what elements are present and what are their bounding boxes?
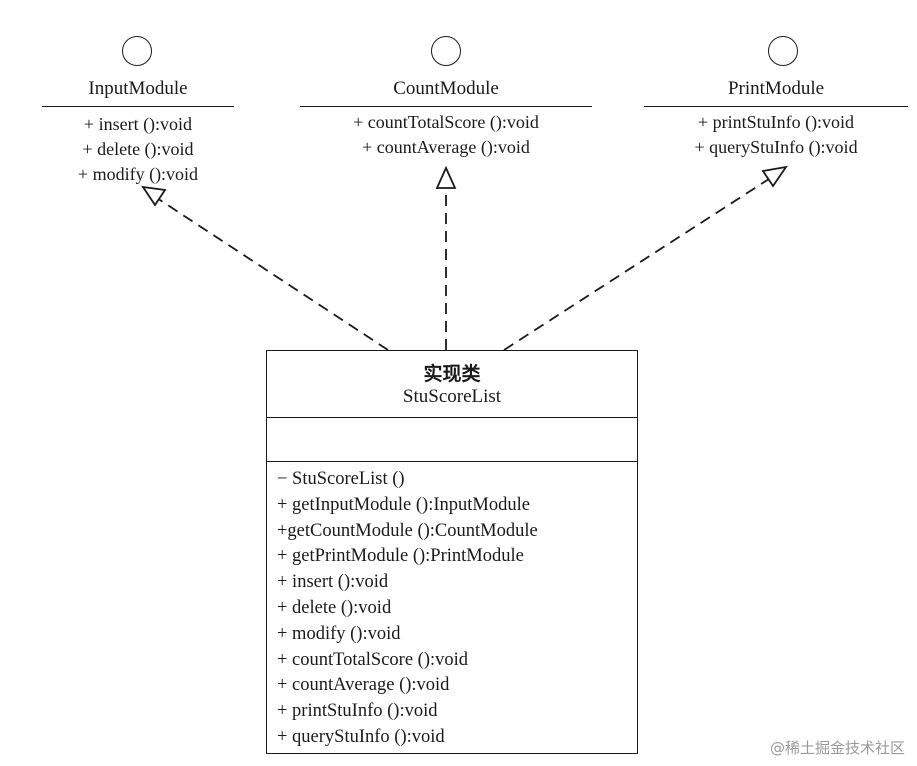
method: + insert ():void	[277, 572, 389, 593]
method: + countAverage ():void	[362, 137, 530, 157]
method: + countAverage ():void	[277, 675, 450, 696]
interface-methods: + insert ():void + delete ():void + modi…	[42, 112, 234, 187]
interface-print-module: PrintModule + printStuInfo ():void + que…	[644, 36, 908, 166]
method: + queryStuInfo ():void	[277, 726, 445, 747]
class-stereotype: 实现类	[423, 363, 481, 385]
method: + delete ():void	[277, 597, 392, 618]
method: + countTotalScore ():void	[353, 112, 539, 132]
realization-line-input	[156, 197, 389, 351]
interface-name: PrintModule	[727, 78, 825, 99]
interface-count-module: CountModule + countTotalScore ():void + …	[300, 36, 592, 166]
arrowhead-count	[435, 165, 457, 189]
interface-name: InputModule	[88, 78, 188, 99]
method: +getCountModule ():CountModule	[277, 520, 538, 541]
method: + delete ():void	[82, 139, 194, 159]
interface-methods: + countTotalScore ():void + countAverage…	[300, 110, 592, 160]
watermark: @稀土掘金技术社区	[769, 739, 905, 757]
method: + getPrintModule ():PrintModule	[277, 546, 524, 567]
method: + countTotalScore ():void	[277, 649, 469, 670]
interface-lollipop-icon	[768, 36, 798, 66]
method: + getInputModule ():InputModule	[277, 494, 530, 515]
interface-name: CountModule	[393, 78, 499, 99]
divider	[42, 106, 234, 107]
method: + modify ():void	[77, 164, 199, 184]
interface-methods: + printStuInfo ():void + queryStuInfo ()…	[644, 110, 908, 160]
class-name: StuScoreList	[402, 386, 502, 407]
interface-lollipop-icon	[122, 36, 152, 66]
realization-line-print	[503, 176, 773, 351]
interface-lollipop-icon	[431, 36, 461, 66]
class-header: 实现类 StuScoreList	[267, 351, 637, 418]
arrowhead-input	[141, 185, 167, 207]
method: + insert ():void	[83, 114, 193, 134]
method: + printStuInfo ():void	[697, 112, 855, 132]
class-stu-score-list: 实现类 StuScoreList − StuScoreList () + get…	[266, 350, 638, 754]
class-attributes-empty	[267, 417, 637, 462]
divider	[300, 106, 592, 107]
divider	[644, 106, 908, 107]
method: + modify ():void	[277, 623, 401, 644]
interface-input-module: InputModule + insert ():void + delete ()…	[42, 36, 234, 196]
arrowhead-print	[761, 165, 788, 188]
method: + queryStuInfo ():void	[694, 137, 858, 157]
class-methods: − StuScoreList () + getInputModule ():In…	[277, 467, 633, 751]
method: + printStuInfo ():void	[277, 701, 438, 722]
method: − StuScoreList ()	[277, 469, 405, 489]
